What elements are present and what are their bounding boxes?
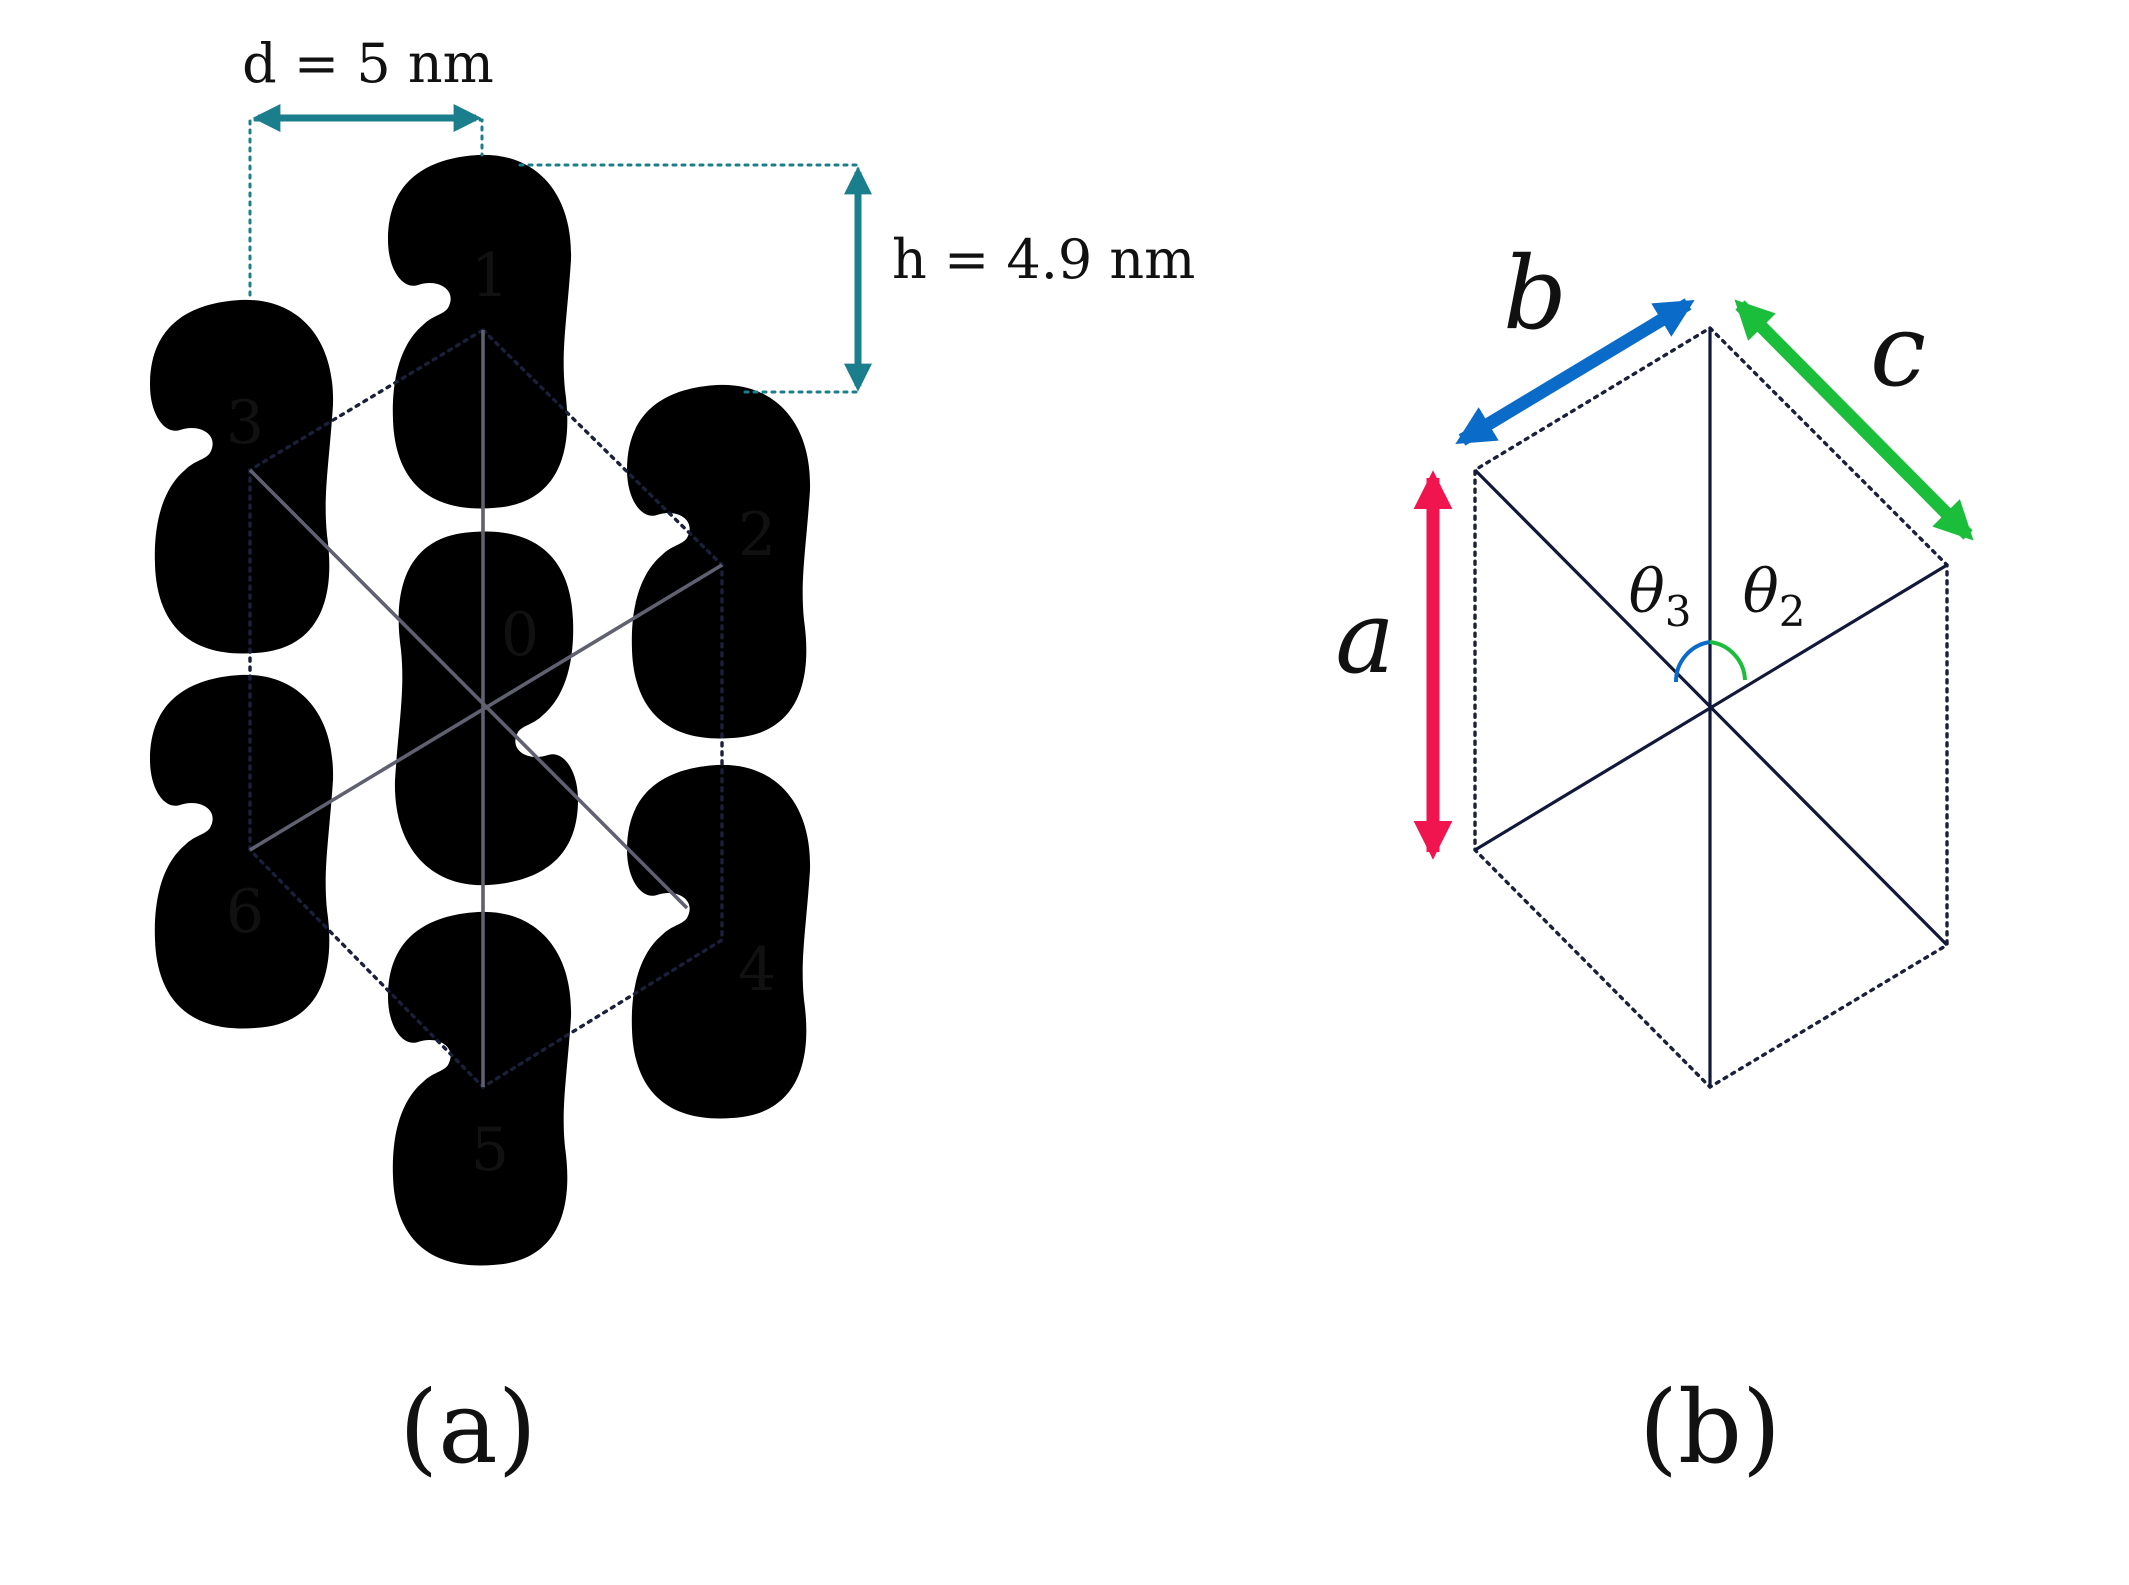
edge-a-marker: a <box>1335 470 1453 860</box>
molecule-label-3: 3 <box>226 388 264 458</box>
molecule-label-6: 6 <box>226 877 264 947</box>
panel-b: a b c θ3 θ2 (b) <box>1335 235 1974 1486</box>
theta2-subscript: 2 <box>1779 587 1806 636</box>
molecule-5-shape <box>388 911 572 1266</box>
theta2-symbol: θ <box>1743 557 1779 627</box>
edge-b-label: b <box>1503 235 1567 352</box>
theta2-arc <box>1709 640 1747 681</box>
lattice-axes <box>248 330 723 1087</box>
width-dimension: d = 5 nm <box>242 32 494 297</box>
theta3-label: θ3 <box>1629 557 1692 636</box>
molecule-2-shape <box>627 384 811 739</box>
theta2-label: θ2 <box>1743 557 1806 636</box>
theta3-symbol: θ <box>1629 557 1665 627</box>
theta3-arc <box>1673 640 1711 683</box>
edge-b-arrow <box>1455 298 1695 446</box>
molecule-label-2: 2 <box>738 500 776 570</box>
edge-c-marker: c <box>1734 292 1974 541</box>
axis-3-4 <box>248 468 689 910</box>
panel-a: 1 0 2 3 6 4 5 d = 5 nm h = 4.9 nm (a) <box>150 32 1195 1486</box>
molecule-label-4: 4 <box>738 935 776 1005</box>
edge-c-label: c <box>1870 292 1926 409</box>
molecule-label-0: 0 <box>501 600 539 670</box>
axis-ascending <box>1474 563 1948 852</box>
axis-6-2 <box>249 563 723 852</box>
edge-c-arrow <box>1734 299 1974 541</box>
hexagon-axes <box>1473 328 1949 1087</box>
height-guide-line <box>518 163 860 394</box>
molecule-labels: 1 0 2 3 6 4 5 <box>226 241 776 1185</box>
molecule-3-shape <box>150 299 334 654</box>
molecule-6-shape <box>150 674 334 1029</box>
panel-a-caption: (a) <box>399 1369 537 1486</box>
edge-b-marker: b <box>1455 235 1695 446</box>
theta3-subscript: 3 <box>1665 587 1692 636</box>
height-dimension: h = 4.9 nm <box>518 163 1195 394</box>
molecule-label-1: 1 <box>471 241 509 311</box>
edge-a-label: a <box>1335 579 1395 696</box>
panel-b-caption: (b) <box>1639 1369 1781 1486</box>
width-label: d = 5 nm <box>242 32 494 95</box>
height-label: h = 4.9 nm <box>892 228 1195 291</box>
molecule-label-5: 5 <box>471 1115 509 1185</box>
